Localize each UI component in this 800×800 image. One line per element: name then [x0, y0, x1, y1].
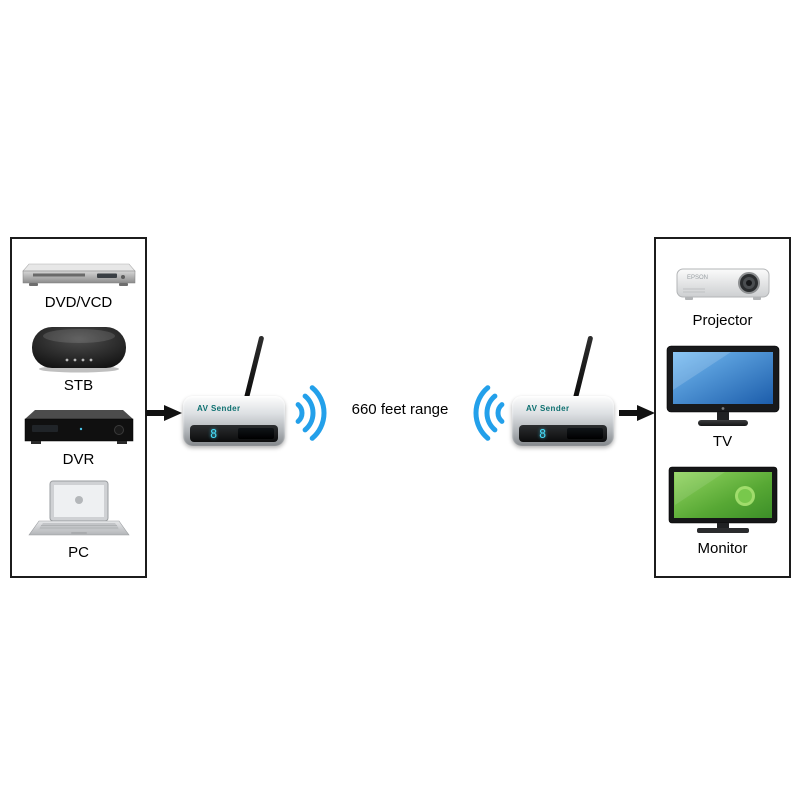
device-label: STB [63, 376, 94, 394]
set-top-box-icon [31, 326, 126, 373]
receiver-display: 8 [539, 427, 547, 441]
arrow-right-icon [146, 405, 182, 421]
transmitter-brand-label: AV Sender [197, 404, 241, 413]
source-item-pc: PC [27, 479, 131, 560]
source-devices-panel: DVD/VCD STB [10, 237, 147, 578]
wifi-signal-icon [473, 385, 505, 441]
arrow-right-icon [619, 405, 655, 421]
device-label: DVR [62, 451, 95, 469]
range-label: 660 feet range [351, 401, 449, 418]
laptop-icon [27, 480, 130, 536]
receiver-brand-label: AV Sender [526, 404, 570, 413]
transmitter-display: 8 [210, 427, 218, 441]
dvr-icon [24, 410, 133, 445]
antenna [243, 335, 265, 403]
av-sender-receiver: AV Sender 8 [512, 330, 622, 446]
device-label: Monitor [697, 540, 748, 557]
dvd-player-icon [21, 263, 136, 286]
display-item-projector: EPSON Projector [673, 259, 773, 328]
svg-text:EPSON: EPSON [687, 275, 708, 281]
source-item-dvr: DVR [19, 404, 139, 467]
display-item-tv: TV [665, 344, 781, 449]
monitor-icon [668, 466, 777, 533]
device-label: TV [712, 433, 733, 450]
ir-window [567, 428, 603, 439]
source-item-stb: STB [24, 322, 134, 393]
display-item-monitor: Monitor [667, 465, 779, 556]
display-devices-panel: EPSON Projector [654, 237, 791, 578]
antenna [572, 335, 594, 403]
device-label: PC [68, 544, 89, 562]
source-item-dvd: DVD/VCD [19, 255, 139, 310]
transmitter-body: AV Sender 8 [183, 396, 285, 446]
transmitter-front-panel: 8 [190, 425, 278, 442]
tv-icon [666, 345, 779, 426]
device-label: DVD/VCD [44, 293, 113, 311]
receiver-body: AV Sender 8 [512, 396, 614, 446]
receiver-front-panel: 8 [519, 425, 607, 442]
ir-window [238, 428, 274, 439]
device-label: Projector [692, 312, 753, 329]
av-sender-transmitter: AV Sender 8 [183, 330, 293, 446]
wifi-signal-icon [295, 385, 327, 441]
projector-icon: EPSON [676, 268, 769, 300]
